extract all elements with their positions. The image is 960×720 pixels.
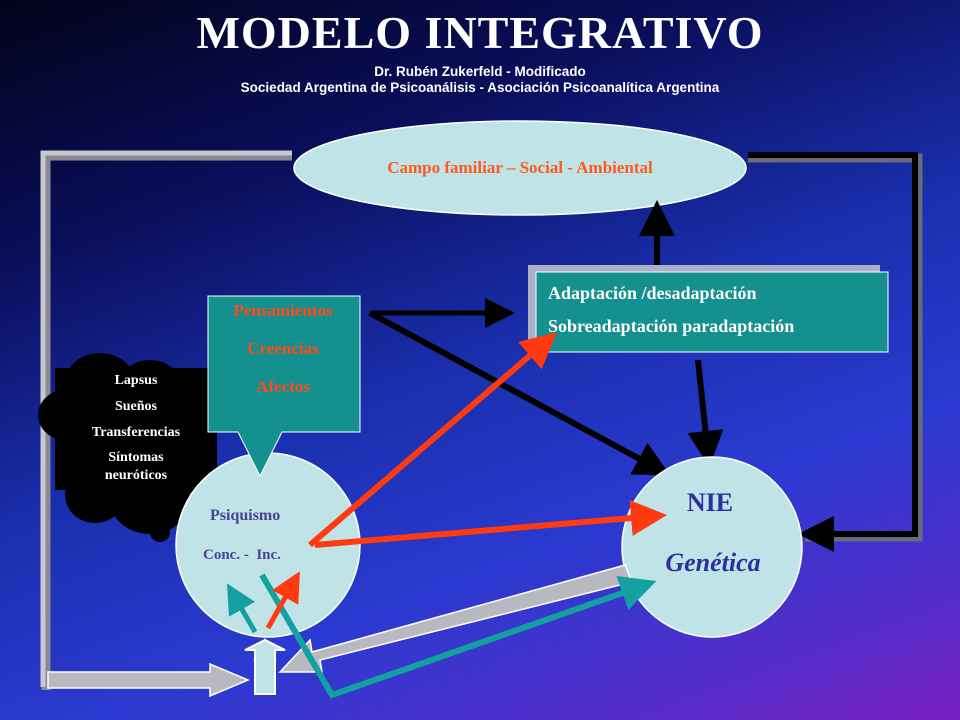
red-arrow-to-adapt <box>308 332 558 548</box>
campo-ellipse <box>293 120 747 216</box>
arrow-pens-to-nie <box>368 310 671 476</box>
adaptacion-line-2: Sobreadaptación paradaptación <box>548 316 795 336</box>
creencias-label: Creencias <box>247 339 319 358</box>
afectos-label: Afectos <box>256 377 310 396</box>
author-line: Dr. Rubén Zukerfeld - Modificado <box>374 64 586 79</box>
conc-inc-label: Conc. - Inc. <box>203 547 281 563</box>
adaptacion-box <box>535 271 889 353</box>
teal-arrow-to-nie <box>259 573 657 699</box>
gray-arrow-nie-to-center <box>278 564 634 673</box>
teal-arrow-up-left <box>227 583 258 634</box>
pensamientos-callout <box>207 295 361 478</box>
arrow-adapt-to-nie <box>687 359 724 467</box>
nie-circle <box>621 456 803 638</box>
institutions-line: Sociedad Argentina de Psicoanálisis - As… <box>240 80 720 95</box>
red-arrow-up <box>265 571 300 630</box>
campo-label: Campo familiar – Social - Ambiental <box>387 158 653 177</box>
adaptacion-line-1: Adaptación /desadaptación <box>548 283 757 303</box>
page-title: MODELO INTEGRATIVO <box>196 7 764 58</box>
pensamientos-label: Pensamientos <box>233 301 333 320</box>
suenos-label: Sueños <box>114 399 158 414</box>
lapsus-label: Lapsus <box>114 373 158 388</box>
psiquismo-label: Psiquismo <box>210 507 281 524</box>
nie-label: NIE <box>686 488 734 517</box>
transferencias-label: Transferencias <box>91 425 181 440</box>
gray-feedback-loop <box>40 150 292 690</box>
gray-arrow-to-center <box>47 662 250 698</box>
genetica-label: Genética <box>665 548 761 577</box>
red-arrow-to-nie <box>314 500 667 548</box>
cloud-shape <box>38 353 217 542</box>
sintomas-label: Síntomas neuróticos <box>104 450 168 483</box>
black-feedback-loop <box>748 152 923 552</box>
